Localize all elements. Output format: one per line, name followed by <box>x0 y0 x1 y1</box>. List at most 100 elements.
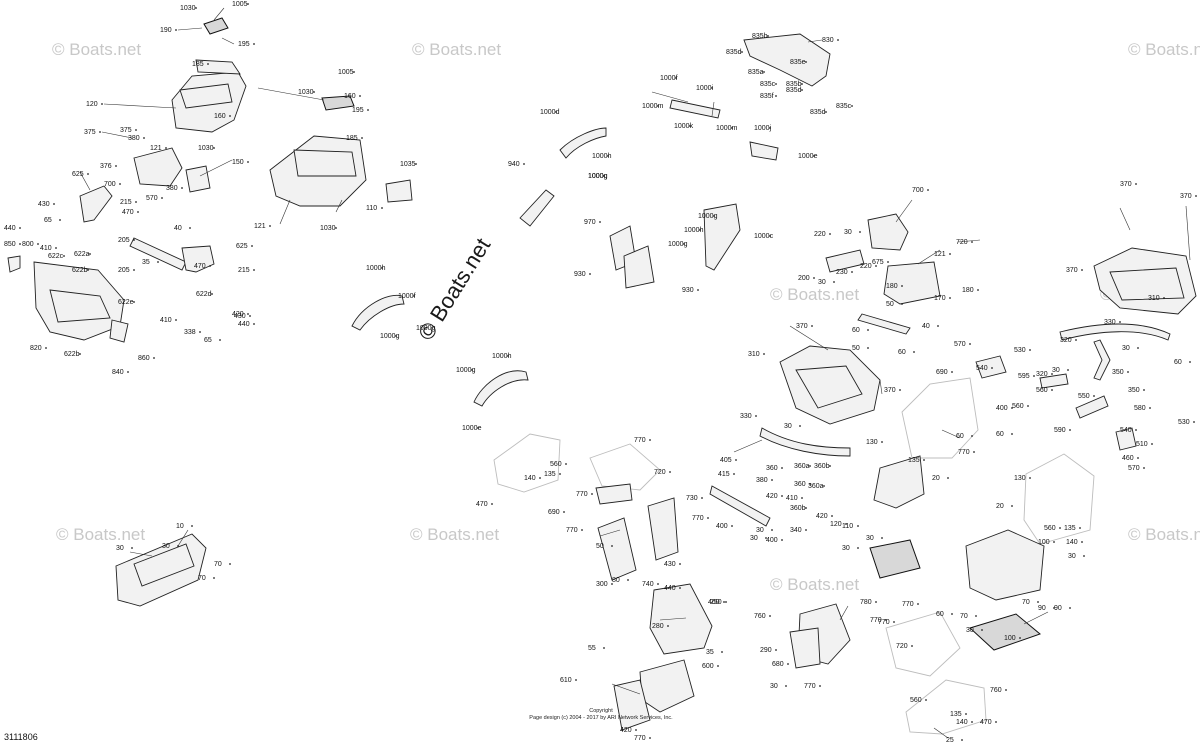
callout-label: 622b <box>64 351 80 358</box>
callout-label: 185 <box>192 61 204 68</box>
callout-label: 770 <box>878 619 890 626</box>
callout-440: 440 <box>238 321 255 328</box>
callout-label: 320 <box>1060 337 1072 344</box>
callout-420: 420 <box>620 727 637 734</box>
callout-135: 135 <box>1064 525 1081 532</box>
callout-dot <box>805 507 807 509</box>
callout-dot <box>247 3 249 5</box>
callout-label: 121 <box>254 223 266 230</box>
callout-dot <box>949 297 951 299</box>
callout-570: 570 <box>1128 465 1145 472</box>
callout-dot <box>395 335 397 337</box>
callout-label: 350 <box>1112 369 1124 376</box>
part-80-footrest <box>869 539 921 579</box>
callout-690: 690 <box>548 509 565 516</box>
callout-610: 610 <box>560 677 577 684</box>
callout-90: 90 <box>1038 605 1055 612</box>
callout-label: 400 <box>716 523 728 530</box>
callout-360b: 360b <box>790 505 807 512</box>
callout-dot <box>607 155 609 157</box>
callout-dot <box>99 131 101 133</box>
callout-dot <box>431 327 433 329</box>
callout-label: 835b <box>786 81 802 88</box>
callout-360a: 360a <box>794 463 811 470</box>
callout-dot <box>951 371 953 373</box>
part-170-center <box>883 261 941 305</box>
callout-label: 370 <box>1180 193 1192 200</box>
callout-dot <box>253 269 255 271</box>
callout-1005: 1005 <box>232 1 249 8</box>
callout-label: 30 <box>1052 367 1060 374</box>
callout-dot <box>253 323 255 325</box>
callout-dot <box>127 371 129 373</box>
callout-label: 205 <box>118 237 130 244</box>
callout-label: 150 <box>232 159 244 166</box>
part-130-footwell <box>873 455 925 509</box>
callout-1030: 1030 <box>198 145 215 152</box>
part-190 <box>203 17 229 35</box>
part-1035 <box>385 179 413 203</box>
callout-label: 400 <box>766 537 778 544</box>
callout-dot <box>161 197 163 199</box>
callout-label: 835d <box>786 87 802 94</box>
callout-dot <box>811 325 813 327</box>
callout-220: 220 <box>814 231 831 238</box>
callout-30: 30 <box>1068 553 1085 560</box>
callout-dot <box>207 63 209 65</box>
callout-label: 430 <box>38 201 50 208</box>
watermark: © Boats.net <box>770 285 859 304</box>
callout-dot <box>911 645 913 647</box>
callout-160: 160 <box>344 93 361 100</box>
callout-label: 120 <box>86 101 98 108</box>
callout-dot <box>1053 541 1055 543</box>
callout-label: 970 <box>584 219 596 226</box>
callout-dot <box>611 545 613 547</box>
callout-dot <box>253 43 255 45</box>
callout-770: 770 <box>566 527 583 534</box>
callout-label: 180 <box>962 287 974 294</box>
callout-30: 30 <box>756 527 773 534</box>
callout-label: 740 <box>642 581 654 588</box>
callout-dot <box>881 441 883 443</box>
callout-label: 30 <box>756 527 764 534</box>
callout-420: 420 <box>232 311 249 318</box>
callout-30: 30 <box>966 627 983 634</box>
callout-label: 1000k <box>674 123 694 130</box>
callout-622d: 622d <box>196 291 213 298</box>
callout-195: 195 <box>352 107 369 114</box>
callout-30: 30 <box>770 683 787 690</box>
callout-730: 730 <box>686 495 703 502</box>
callout-360b: 360b <box>814 463 831 470</box>
callout-label: 30 <box>770 683 778 690</box>
part-850 <box>7 255 21 273</box>
callout-1000h: 1000h <box>492 353 512 360</box>
callout-622a: 622a <box>74 251 91 258</box>
callout-430: 430 <box>234 313 251 320</box>
callout-dot <box>711 87 713 89</box>
part-940 <box>519 189 555 227</box>
callout-dot <box>971 721 973 723</box>
part-340-rail <box>709 485 771 527</box>
callout-140: 140 <box>956 719 973 726</box>
callout-label: 690 <box>936 369 948 376</box>
callout-label: 440 <box>4 225 16 232</box>
callout-label: 90 <box>1054 605 1062 612</box>
callout-label: 530 <box>1014 347 1026 354</box>
callout-dot <box>725 601 727 603</box>
callout-dot <box>1093 395 1095 397</box>
callout-dot <box>53 203 55 205</box>
callout-850: 850 <box>4 241 21 248</box>
callout-label: 1000g <box>588 173 608 180</box>
callout-dot <box>559 473 561 475</box>
callout-dot <box>899 389 901 391</box>
callout-dot <box>153 357 155 359</box>
callout-label: 360a <box>808 483 824 490</box>
callout-label: 770 <box>870 617 882 624</box>
callout-label: 135 <box>908 457 920 464</box>
callout-label: 1000i <box>696 85 714 92</box>
callout-dot <box>965 713 967 715</box>
callout-375: 375 <box>120 127 137 134</box>
callout-400: 400 <box>766 537 783 544</box>
callout-30: 30 <box>818 279 835 286</box>
callout-835d: 835d <box>726 49 743 56</box>
